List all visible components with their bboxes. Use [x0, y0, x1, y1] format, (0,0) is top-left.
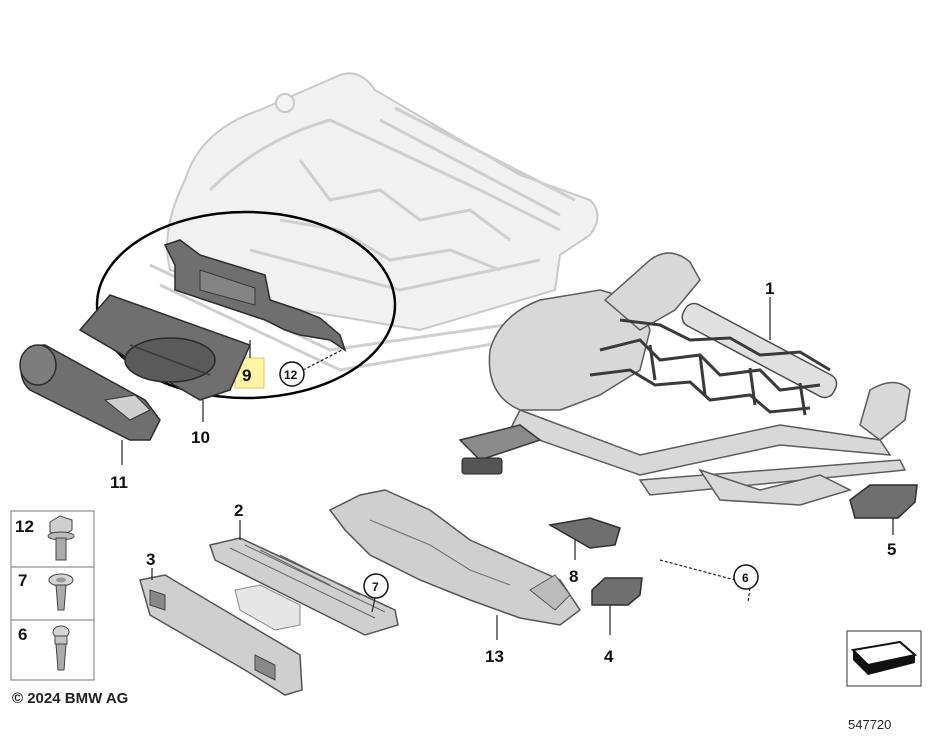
part-4-clip[interactable]: [591, 577, 643, 606]
part-3-bracket[interactable]: [139, 574, 303, 696]
torx-screw-icon: [52, 625, 70, 671]
copyright-text: © 2024 BMW AG: [12, 690, 129, 707]
leader-7: [371, 597, 376, 613]
part-13-base[interactable]: [328, 489, 582, 626]
highlight-ellipse: [95, 210, 397, 400]
callout-7-ring: [363, 573, 389, 599]
part-1-seat-frame[interactable]: [458, 252, 911, 506]
leader-6b: [747, 587, 751, 603]
legend-6-number: 6: [18, 625, 27, 644]
part-10-duct[interactable]: [78, 294, 252, 401]
part-2-grille[interactable]: [209, 537, 399, 636]
label-10: 10: [191, 428, 210, 447]
legend-7-number: 7: [18, 571, 27, 590]
label-8: 8: [569, 567, 578, 586]
ghost-seat-frame: [149, 72, 599, 372]
callout-12: 12: [284, 368, 298, 382]
callout-6: 6: [742, 571, 749, 585]
label-9: 9: [242, 366, 251, 385]
label-2: 2: [234, 501, 243, 520]
label-13: 13: [485, 647, 504, 666]
part-11-cylinder[interactable]: [19, 344, 161, 441]
callout-6-ring: [733, 564, 759, 590]
diagram-number: 547720: [848, 717, 892, 732]
legend-12-number: 12: [15, 517, 34, 536]
callout-12-ring: [279, 361, 305, 387]
part-9-cover[interactable]: [163, 239, 347, 352]
leader-6a: [659, 559, 736, 581]
label-4: 4: [604, 647, 614, 666]
leader-12: [302, 349, 343, 371]
part-8-cover[interactable]: [547, 517, 621, 549]
torx-flange-screw-icon: [48, 573, 74, 611]
hex-flange-bolt-icon: [47, 515, 75, 561]
part-5-clip[interactable]: [849, 484, 918, 519]
label-11: 11: [110, 473, 128, 492]
label-1: 1: [765, 279, 774, 298]
label-3: 3: [146, 550, 155, 569]
callout-7: 7: [372, 580, 379, 594]
fastener-legend: 12 7 6: [10, 510, 95, 681]
label-5: 5: [887, 540, 896, 559]
orientation-symbol-icon: [846, 630, 922, 687]
